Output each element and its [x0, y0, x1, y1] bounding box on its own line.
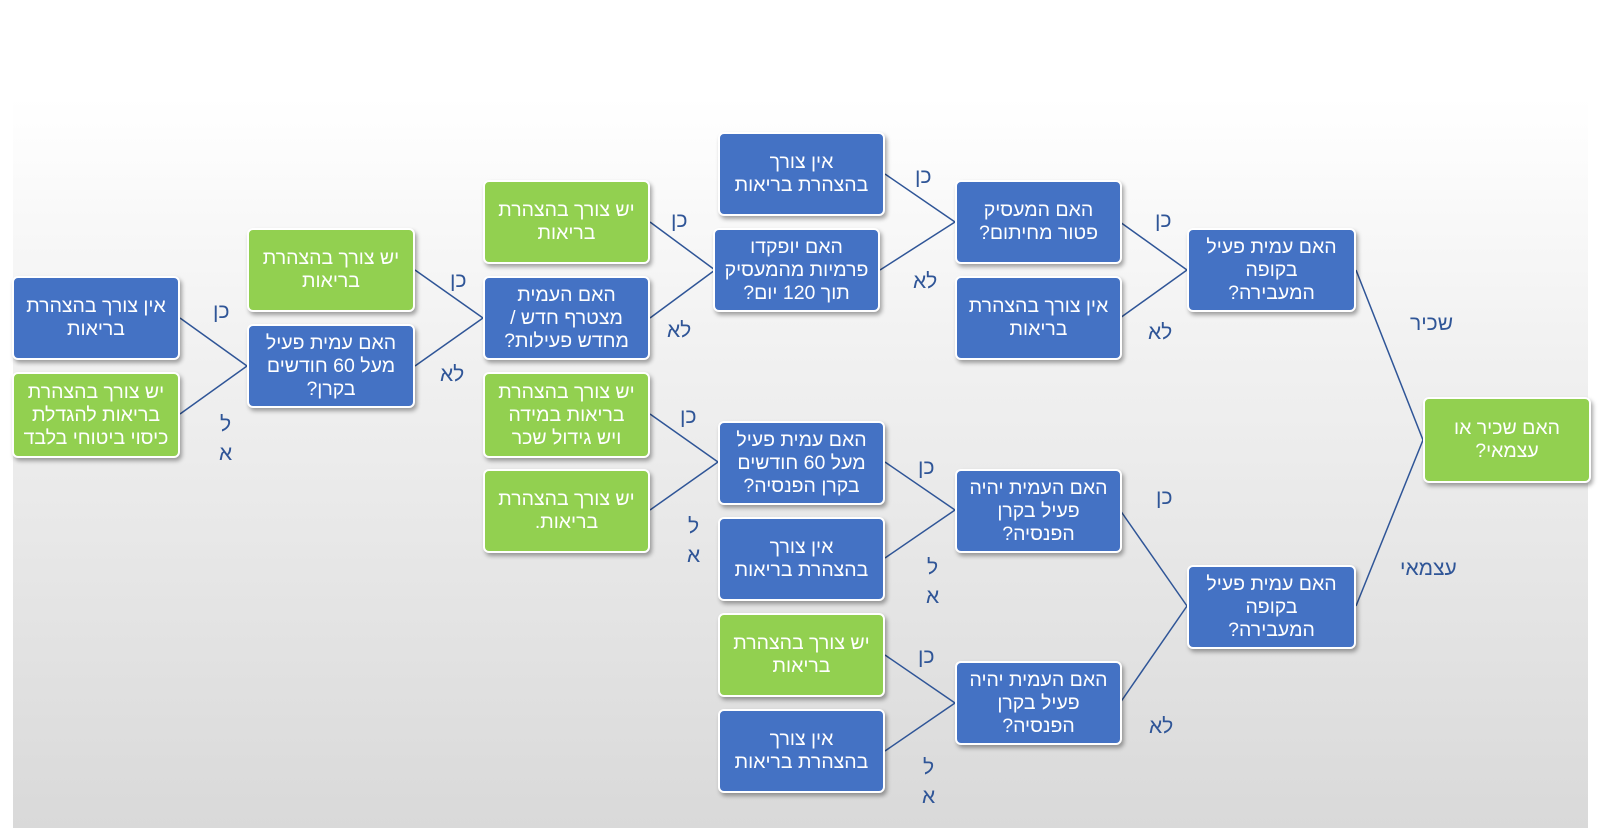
box-employer-premiums: האם יופקדו פרמיות מהמעסיק תוך 120 יום?	[713, 228, 880, 312]
edge-pension-60months	[884, 461, 956, 511]
box-no-declaration-2: אין צורך בהצהרת בריאות	[955, 276, 1122, 360]
box-declaration-coverage-increase: יש צורך בהצהרת בריאות להגדלת כיסוי ביטוח…	[12, 372, 180, 458]
edge-newmember-decl	[414, 269, 484, 319]
box-new-member: האם העמית מצטרף חדש / מחדש פעילות?	[483, 276, 650, 360]
box-active-60-months: האם עמית פעיל מעל 60 חודשים בקרן?	[247, 324, 415, 408]
edge-premiums-decl	[649, 221, 716, 271]
edge-exempt-nodecl	[884, 173, 956, 223]
edge-premiums-newmember	[649, 269, 716, 319]
label-no-split: ל א	[219, 413, 233, 465]
box-no-declaration-1: אין צורך בהצהרת בריאות	[718, 132, 885, 216]
label-yes: כן	[450, 269, 467, 292]
label-yes: כן	[918, 645, 935, 668]
label-self-employed: עצמאי	[1400, 557, 1457, 580]
box-declaration-2: יש צורך בהצהרת בריאות	[247, 228, 415, 312]
box-active-in-pension-2: האם העמית יהיה פעיל בקרן הפנסיה?	[955, 661, 1122, 745]
label-no: לא	[667, 319, 692, 342]
edge-pension2-nodecl	[884, 702, 956, 752]
label-no-split: ל א	[926, 556, 940, 608]
box-active-transferring-1: האם עמית פעיל בקופה המעבירה?	[1187, 228, 1356, 312]
box-active-60-months-pension: האם עמית פעיל מעל 60 חודשים בקרן הפנסיה?	[718, 421, 885, 505]
edge-pension2-decl	[884, 654, 956, 704]
edge-exempt-premiums	[879, 221, 956, 271]
label-yes: כן	[1155, 209, 1172, 232]
box-declaration-salary-increase: יש צורך בהצהרת בריאות במידה ויש גידול שכ…	[483, 372, 650, 458]
box-active-transferring-2: האם עמית פעיל בקופה המעבירה?	[1187, 565, 1356, 649]
label-no: לא	[913, 270, 938, 293]
label-no: לא	[1149, 715, 1174, 738]
edge-60months-nodecl	[179, 317, 248, 367]
label-yes: כן	[671, 209, 688, 232]
box-employee-or-self-employed: האם שכיר או עצמאי?	[1423, 397, 1591, 483]
label-no-split: ל א	[922, 756, 936, 808]
edge-active2-pension	[1119, 509, 1188, 607]
box-no-declaration-3: אין צורך בהצהרת בריאות	[12, 276, 180, 360]
edge-60pension-salary	[649, 413, 719, 463]
box-declaration-3: יש צורך בהצהרת בריאות.	[483, 469, 650, 553]
label-yes: כן	[680, 405, 697, 428]
edge-pension-nodecl	[884, 509, 956, 559]
label-no: לא	[440, 363, 465, 386]
edge-root-self	[1355, 439, 1424, 607]
edge-root-employee	[1355, 269, 1424, 441]
edge-60pension-decl	[649, 461, 719, 511]
edge-newmember-60months	[414, 317, 484, 367]
label-no-split: ל א	[687, 515, 701, 567]
box-active-in-pension-1: האם העמית יהיה פעיל בקרן הפנסיה?	[955, 469, 1122, 553]
box-employer-exempt: האם המעסיק פטור מחיתום?	[955, 180, 1122, 264]
edge-active-nodecl	[1119, 269, 1188, 319]
box-declaration-1: יש צורך בהצהרת בריאות	[483, 180, 650, 264]
label-employee: שכיר	[1410, 312, 1454, 335]
edge-active2-pension2	[1119, 605, 1188, 704]
box-no-declaration-5: אין צורך בהצהרת בריאות	[718, 709, 885, 793]
box-no-declaration-4: אין צורך בהצהרת בריאות	[718, 517, 885, 601]
label-yes: כן	[1156, 486, 1173, 509]
label-yes: כן	[213, 300, 230, 323]
label-yes: כן	[915, 165, 932, 188]
box-declaration-4: יש צורך בהצהרת בריאות	[718, 613, 885, 697]
edge-active-employer	[1119, 221, 1188, 271]
label-yes: כן	[918, 456, 935, 479]
edge-60months-increase	[179, 365, 248, 415]
label-no: לא	[1148, 321, 1173, 344]
